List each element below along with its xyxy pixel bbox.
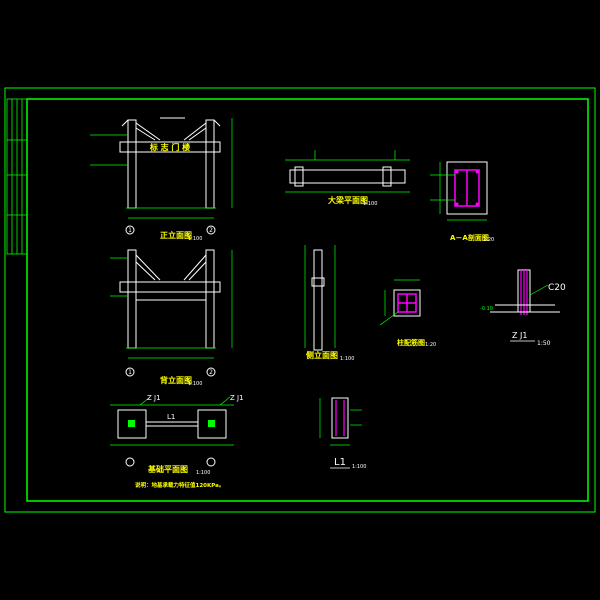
foundation-plan-scale: 1:100 [196,470,210,476]
back-grid-bubble-1 [125,367,135,377]
column-rebar-title: 柱配筋图 [397,338,425,347]
zj-detail: C20 -0.10 Z J1 1:50 [480,269,566,347]
l1-section-title: L1 [334,457,346,468]
outer-frame [4,87,596,513]
side-elevation: 侧立面图 1:100 [304,245,354,362]
front-grid-bubble-2 [206,225,216,235]
front-grid-label-1: 1 [128,227,132,234]
zj-detail-level: -0.10 [480,306,493,312]
foundation-note: 说明：地基承载力特征值120KPa。 [135,481,224,489]
foundation-grid-bubble-1 [125,457,135,467]
front-grid-label-2: 2 [209,227,213,234]
l1-section: L1 1:100 [319,397,366,470]
foundation-grid-bubble-2 [206,457,216,467]
front-sign-text: 标 志 门 楼 [149,142,190,152]
back-grid-label-2: 2 [209,369,213,376]
beam-plan-scale: 1:100 [363,201,377,207]
section-aa: A－A剖面图 1:20 [430,161,494,243]
beam-plan-title: 大梁平面图 [328,195,368,205]
back-elevation-scale: 1:100 [188,381,202,387]
front-elevation: 标 志 门 楼 1 2 正立面图 1:100 [90,117,233,242]
foundation-beam-label: L1 [167,413,175,421]
zj-detail-title: Z J1 [512,331,527,340]
zj-detail-scale: 1:50 [537,340,551,347]
front-grid-bubble-1 [125,225,135,235]
column-rebar: 柱配筋图 1:20 [379,279,436,348]
side-elevation-scale: 1:100 [340,356,354,362]
side-elevation-title: 侧立面图 [306,350,338,360]
inner-frame [26,98,589,502]
section-aa-scale: 1:20 [483,237,494,243]
foundation-plan-title: 基础平面图 [147,464,188,474]
front-elevation-title: 正立面图 [160,230,192,240]
back-elevation-title: 背立面图 [160,375,192,385]
zj-detail-concrete: C20 [548,283,566,293]
foundation-footing-label-right: Z J1 [230,394,244,402]
column-rebar-scale: 1:20 [425,342,436,348]
foundation-footing-label-left: Z J1 [147,394,161,402]
front-elevation-scale: 1:100 [188,236,202,242]
section-aa-title: A－A剖面图 [450,233,489,242]
title-strip [6,98,28,255]
beam-plan: 大梁平面图 1:100 [285,150,410,207]
foundation-column-right [208,420,215,427]
back-grid-bubble-2 [206,367,216,377]
foundation-column-left [128,420,135,427]
back-grid-label-1: 1 [128,369,132,376]
foundation-plan: Z J1 Z J1 L1 基础平面图 1:100 说明：地基承载力特征值120K… [110,394,244,489]
back-elevation: 1 2 背立面图 1:100 [110,249,233,387]
l1-section-scale: 1:100 [352,464,366,470]
